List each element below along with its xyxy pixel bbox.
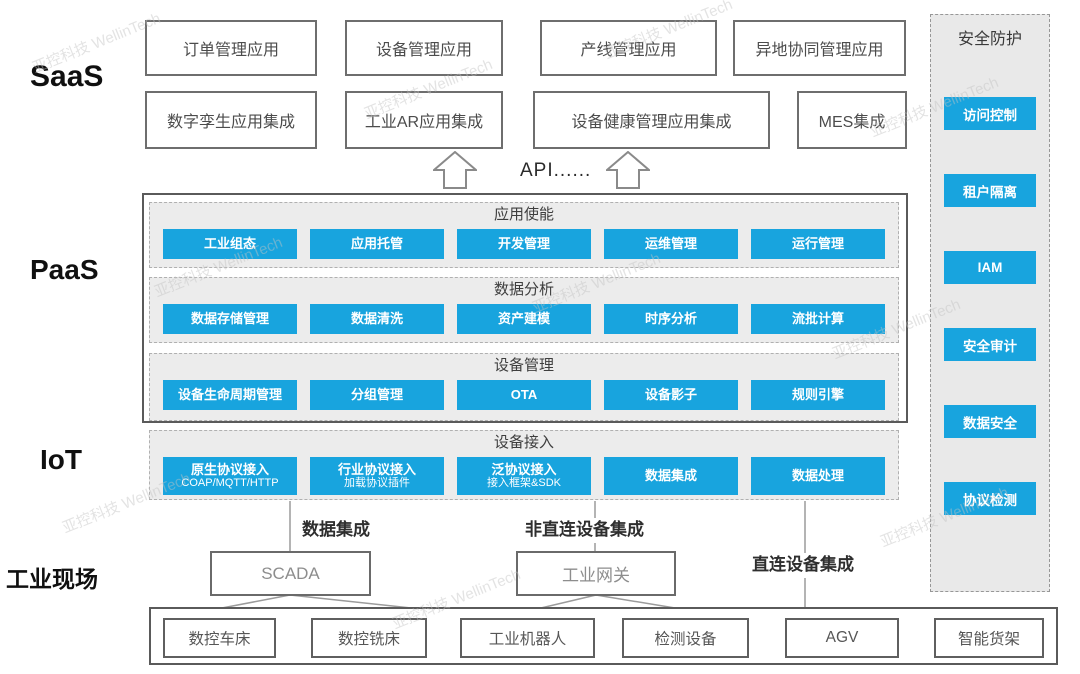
paas-chip-timeseries: 时序分析 [604, 304, 738, 334]
saas-app-device: 设备管理应用 [345, 20, 503, 76]
security-chip-data-security: 数据安全 [944, 405, 1036, 438]
group-title: 设备管理 [493, 357, 554, 374]
conn-label-direct-device: 直连设备集成 [748, 553, 858, 578]
chip-title: 数据集成 [644, 468, 697, 484]
conn-label-data-integration: 数据集成 [298, 518, 374, 543]
security-chip-iam: IAM [944, 251, 1036, 284]
paas-chip-stream-batch: 流批计算 [751, 304, 885, 334]
paas-group-device-mgmt: 设备管理 设备生命周期管理 分组管理 OTA 设备影子 规则引擎 [149, 353, 899, 421]
device-inspection: 检测设备 [622, 618, 749, 658]
paas-chip-group-mgmt: 分组管理 [310, 380, 444, 410]
chip-subtitle: COAP/MQTT/HTTP [181, 477, 279, 490]
saas-int-mes: MES集成 [797, 91, 907, 149]
paas-chip-app-hosting: 应用托管 [310, 229, 444, 259]
paas-chip-data-cleaning: 数据清洗 [310, 304, 444, 334]
paas-chip-dev-mgmt: 开发管理 [457, 229, 591, 259]
chip-subtitle: 加载协议插件 [344, 477, 410, 490]
device-agv: AGV [785, 618, 899, 658]
field-devices-frame [149, 607, 1058, 665]
iot-chip-data-integration: 数据集成 [604, 457, 738, 495]
chip-title: 数据处理 [791, 468, 844, 484]
device-smart-shelf: 智能货架 [934, 618, 1044, 658]
up-arrow-icon [433, 151, 477, 189]
layer-label-paas: PaaS [30, 254, 99, 285]
paas-chip-ops-mgmt: 运维管理 [604, 229, 738, 259]
security-chip-protocol-detection: 协议检测 [944, 482, 1036, 515]
security-chip-security-audit: 安全审计 [944, 328, 1036, 361]
chip-subtitle: 接入框架&SDK [487, 477, 561, 490]
paas-group-app-enablement: 应用使能 工业组态 应用托管 开发管理 运维管理 运行管理 [149, 202, 899, 268]
paas-chip-device-lifecycle: 设备生命周期管理 [163, 380, 297, 410]
paas-chip-industrial-config: 工业组态 [163, 229, 297, 259]
iot-group-device-access: 设备接入 原生协议接入 COAP/MQTT/HTTP 行业协议接入 加载协议插件… [149, 430, 899, 500]
paas-group-data-analysis: 数据分析 数据存储管理 数据清洗 资产建模 时序分析 流批计算 [149, 277, 899, 343]
up-arrow-icon [606, 151, 650, 189]
device-cnc-mill: 数控铣床 [311, 618, 427, 658]
iot-chip-pan-protocol: 泛协议接入 接入框架&SDK [457, 457, 591, 495]
saas-int-digital-twin: 数字孪生应用集成 [145, 91, 317, 149]
chip-title: 泛协议接入 [491, 461, 557, 477]
iot-chip-data-processing: 数据处理 [751, 457, 885, 495]
paas-chip-rule-engine: 规则引擎 [751, 380, 885, 410]
saas-app-order: 订单管理应用 [145, 20, 317, 76]
device-cnc-lathe: 数控车床 [163, 618, 276, 658]
paas-chip-asset-modeling: 资产建模 [457, 304, 591, 334]
group-title: 设备接入 [493, 434, 554, 451]
layer-label-saas: SaaS [30, 60, 104, 93]
api-label: API...... [520, 160, 592, 181]
conn-label-indirect-device: 非直连设备集成 [521, 518, 648, 543]
device-industrial-robot: 工业机器人 [460, 618, 595, 658]
security-panel: 安全防护 访问控制 租户隔离 IAM 安全审计 数据安全 协议检测 [930, 14, 1050, 592]
saas-int-device-health: 设备健康管理应用集成 [533, 91, 770, 149]
paas-chip-device-shadow: 设备影子 [604, 380, 738, 410]
security-panel-title: 安全防护 [957, 31, 1022, 48]
group-title: 数据分析 [493, 281, 554, 298]
chip-title: 行业协议接入 [337, 461, 416, 477]
gateway-scada: SCADA [210, 551, 371, 596]
iot-chip-native-protocol: 原生协议接入 COAP/MQTT/HTTP [163, 457, 297, 495]
saas-int-industrial-ar: 工业AR应用集成 [345, 91, 503, 149]
saas-app-remote-collab: 异地协同管理应用 [733, 20, 906, 76]
security-chip-access-control: 访问控制 [944, 97, 1036, 130]
saas-app-line: 产线管理应用 [540, 20, 717, 76]
group-title: 应用使能 [493, 206, 554, 223]
chip-title: 原生协议接入 [190, 461, 269, 477]
paas-chip-runtime-mgmt: 运行管理 [751, 229, 885, 259]
security-chip-tenant-isolation: 租户隔离 [944, 174, 1036, 207]
paas-chip-data-storage: 数据存储管理 [163, 304, 297, 334]
layer-label-field: 工业现场 [6, 566, 98, 592]
gateway-industrial: 工业网关 [516, 551, 676, 596]
paas-chip-ota: OTA [457, 380, 591, 410]
layer-label-iot: IoT [40, 444, 82, 475]
iot-chip-industry-protocol: 行业协议接入 加载协议插件 [310, 457, 444, 495]
